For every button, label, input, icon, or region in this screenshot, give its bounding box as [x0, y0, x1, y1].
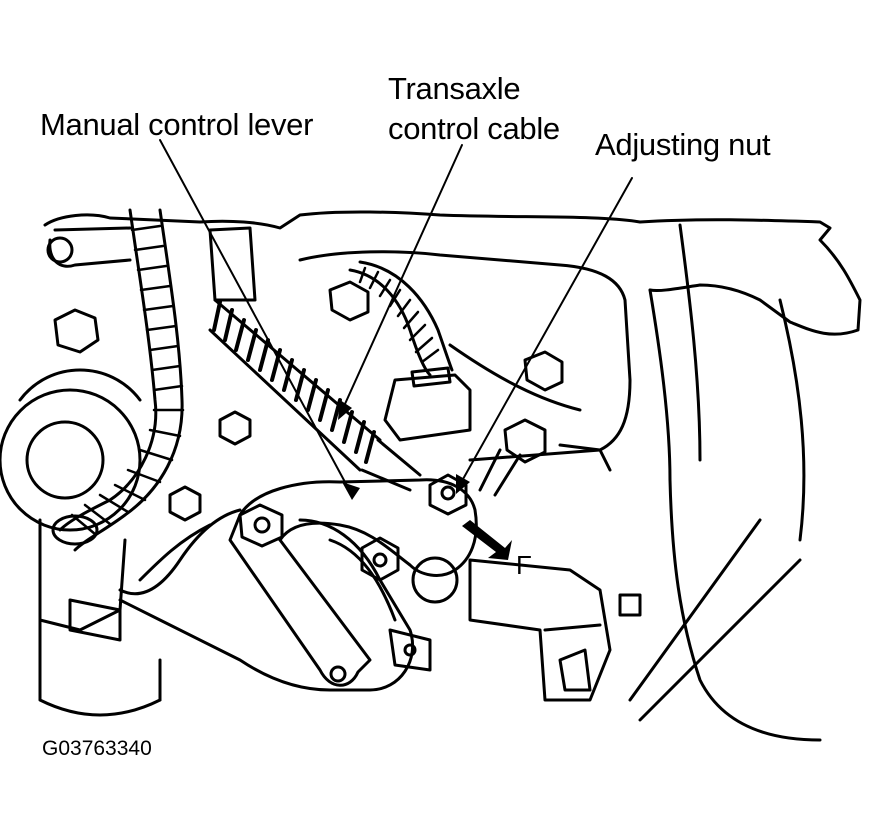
right-case-edge [648, 288, 822, 742]
bolt-right [523, 350, 564, 392]
figure-id: G03763340 [42, 737, 152, 760]
leader-manual-lever [159, 139, 353, 496]
lever-pivot-hole [411, 556, 459, 604]
housing-outline [43, 210, 862, 336]
arrowhead-transaxle-cable [338, 400, 352, 420]
cable-boot-top [213, 298, 382, 442]
bolt-lower-left [168, 485, 202, 522]
left-bracket [38, 518, 127, 632]
direction-arrow [462, 520, 512, 560]
bolt-lever-pivot [238, 503, 284, 548]
bolt-far-right [503, 418, 547, 464]
left-hub-rim [18, 368, 142, 402]
arrowhead-manual-lever [342, 482, 360, 500]
cable-fitting [383, 373, 472, 442]
right-case-line-3 [778, 298, 806, 542]
upper-bracket [208, 226, 257, 302]
control-cable-a [348, 268, 432, 377]
label-transaxle-line1: Transaxle [388, 71, 521, 106]
bottom-right-bracket [468, 558, 612, 702]
bolt-lower-center [360, 536, 400, 582]
upper-right-cover [298, 250, 632, 462]
bolt-upper-left [53, 308, 100, 354]
bolt-top-center [328, 280, 370, 322]
left-hub-outer [0, 388, 142, 532]
direction-letter: F [516, 550, 532, 580]
right-case-line-2 [678, 223, 702, 462]
lower-cover [118, 508, 415, 692]
leader-adjusting-nut [457, 177, 633, 489]
left-hub-inner [25, 420, 105, 500]
adjuster-rod [478, 448, 522, 497]
lower-arm [228, 513, 372, 687]
right-case-diagonal [628, 518, 762, 702]
leader-transaxle-cable [339, 144, 463, 416]
label-adjusting-nut: Adjusting nut [595, 127, 771, 162]
control-cable-b [358, 260, 454, 372]
left-hose-end [51, 514, 99, 546]
lever-plate [238, 478, 478, 577]
right-case-diagonal-2 [638, 558, 802, 722]
cable-boot-bottom [208, 328, 362, 472]
bolt-mid-left [218, 410, 252, 446]
label-transaxle-line2: control cable [388, 111, 560, 146]
label-manual-control-lever: Manual control lever [40, 107, 314, 142]
bolt-adjusting-nut [428, 473, 468, 516]
arrowhead-adjusting-nut [456, 474, 470, 494]
